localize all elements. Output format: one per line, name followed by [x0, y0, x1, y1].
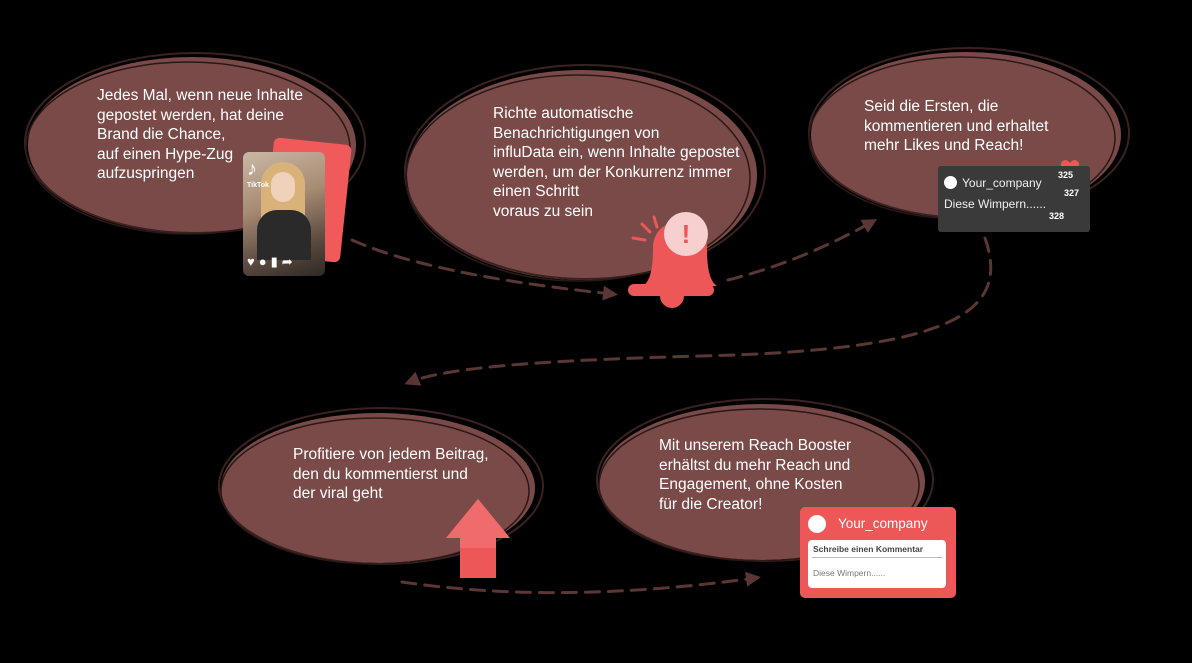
- text-line: Richte automatische: [493, 105, 634, 122]
- share-icon: ➦: [281, 254, 293, 269]
- svg-text:!: !: [682, 219, 691, 249]
- text-line: der viral geht: [293, 485, 383, 502]
- text-line: Engagement, ohne Kosten: [659, 476, 843, 493]
- text-line: Seid die Ersten, die: [864, 98, 999, 115]
- text-line: influData ein, wenn Inhalte gepostet: [493, 144, 740, 161]
- text-line: werden, um der Konkurrenz immer: [493, 163, 732, 181]
- tiktok-logo-text: TikTok: [247, 182, 269, 189]
- comment-username: Your_company: [962, 176, 1042, 190]
- comment-icon: ●: [258, 254, 267, 269]
- avatar-icon: [944, 176, 957, 189]
- text-line: erhältst du mehr Reach und: [659, 456, 851, 474]
- comment-text: Diese Wimpern......: [944, 197, 1047, 211]
- text-line: einen Schritt: [493, 183, 580, 200]
- step-4-text: Profitiere von jedem Beitrag, den du komm…: [293, 445, 489, 504]
- text-line: aufzuspringen: [97, 165, 195, 182]
- text-line: voraus zu sein: [493, 202, 593, 220]
- comment-input-label: Schreibe einen Kommentar: [813, 544, 924, 554]
- text-line: gepostet werden, hat deine: [97, 106, 284, 124]
- step-3-text: Seid die Ersten, die kommentieren und erh…: [864, 97, 1048, 156]
- text-line: Mit unserem Reach Booster: [659, 437, 852, 454]
- tiktok-icon: ♪: [247, 158, 257, 180]
- connector-4-5: [400, 571, 761, 595]
- text-line: Benachrichtigungen von: [493, 124, 660, 142]
- arrow-up-icon: [446, 499, 510, 578]
- comment-input-value: Diese Wimpern......: [813, 568, 886, 578]
- tiktok-post-card: ♪ TikTok ♥ ● ▮ ➦: [243, 152, 325, 276]
- like-count-3: 328: [1049, 211, 1065, 221]
- avatar-icon: [808, 515, 826, 533]
- like-count-1: 325: [1058, 170, 1074, 180]
- comment-input-box[interactable]: Schreibe einen Kommentar Diese Wimpern..…: [808, 540, 946, 588]
- comment-card: Your_company Diese Wimpern......: [938, 166, 1090, 232]
- reach-username: Your_company: [838, 516, 928, 531]
- text-line: kommentieren und erhaltet: [864, 117, 1049, 135]
- text-line: den du kommentierst und: [293, 465, 468, 483]
- step-1-text: Jedes Mal, wenn neue Inhalte gepostet wer…: [97, 86, 303, 184]
- bell-icon: !: [628, 212, 717, 308]
- bookmark-icon: ▮: [270, 254, 278, 269]
- reach-booster-card: Your_company Schreibe einen Kommentar Di…: [800, 507, 956, 598]
- like-count-2: 327: [1064, 188, 1080, 198]
- heart-icon: ♥: [247, 254, 255, 269]
- text-line: Jedes Mal, wenn neue Inhalte: [97, 87, 303, 104]
- connector-3-4: [404, 236, 993, 386]
- text-line: Profitiere von jedem Beitrag,: [293, 446, 489, 463]
- step-5-text: Mit unserem Reach Booster erhältst du meh…: [659, 436, 851, 514]
- text-line: für die Creator!: [659, 495, 763, 513]
- text-line: Brand die Chance,: [97, 126, 226, 143]
- connector-1-2: [350, 238, 618, 301]
- text-line: auf einen Hype-Zug: [97, 145, 234, 163]
- connector-2-3: [726, 219, 878, 282]
- text-line: mehr Likes und Reach!: [864, 137, 1024, 154]
